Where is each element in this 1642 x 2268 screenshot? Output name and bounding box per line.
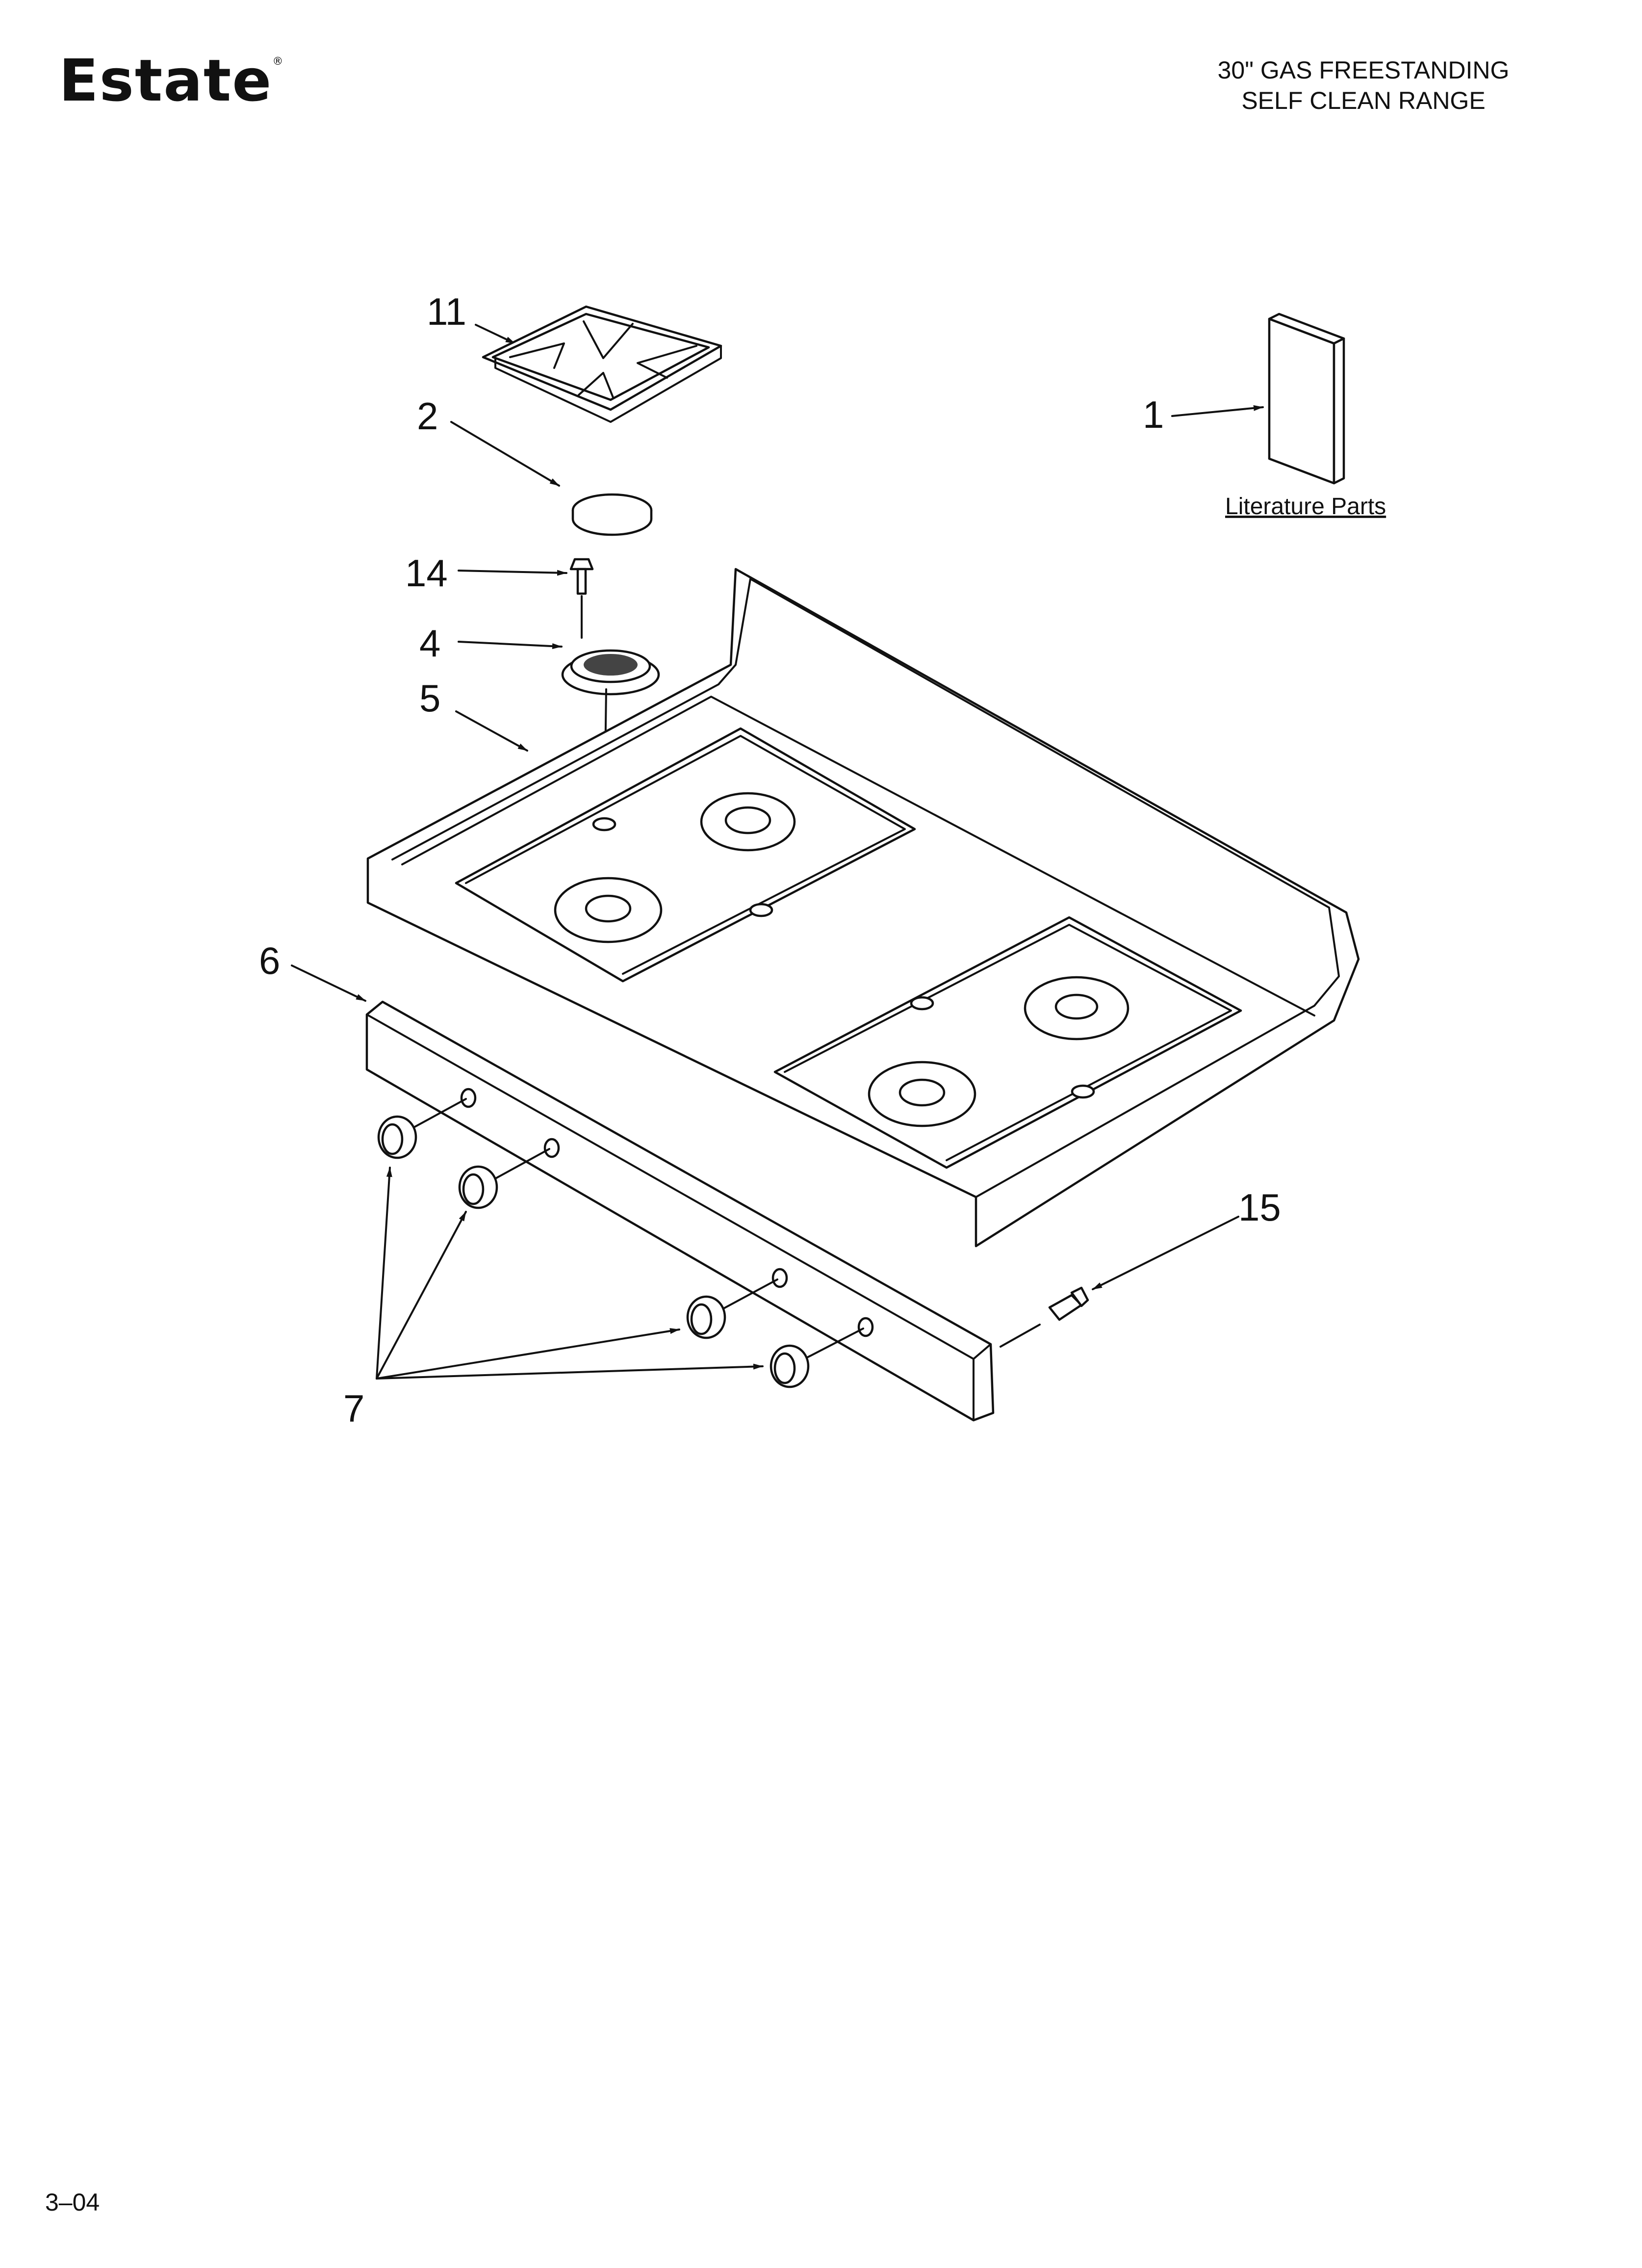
callout-15: 15 — [1238, 1186, 1281, 1229]
registered-mark: ® — [272, 55, 284, 68]
page-title: 30" GAS FREESTANDING SELF CLEAN RANGE — [1143, 55, 1584, 116]
title-line-2: SELF CLEAN RANGE — [1241, 87, 1486, 114]
literature-booklet — [1268, 313, 1345, 485]
panel-screw — [1000, 1286, 1089, 1348]
leader-lines — [291, 324, 1264, 1380]
callout-2: 2 — [417, 394, 438, 438]
burner-cap — [571, 493, 653, 536]
cooktop — [366, 568, 1360, 1248]
screw — [569, 558, 594, 639]
literature-parts-label: Literature Parts — [1225, 494, 1386, 520]
page-code: 3–04 — [45, 2189, 100, 2216]
control-panel — [365, 1000, 995, 1422]
callout-7: 7 — [343, 1387, 364, 1430]
burner-grate — [482, 305, 722, 423]
knobs — [377, 1098, 864, 1388]
brand-logo: Estate® — [59, 47, 284, 114]
callout-1: 1 — [1143, 393, 1164, 436]
callout-5: 5 — [419, 677, 440, 720]
callout-6: 6 — [259, 939, 280, 982]
callout-11: 11 — [427, 290, 466, 333]
callout-4: 4 — [419, 622, 440, 665]
title-line-1: 30" GAS FREESTANDING — [1217, 56, 1510, 84]
brand-name: Estate — [59, 47, 273, 114]
callout-14: 14 — [405, 551, 448, 595]
